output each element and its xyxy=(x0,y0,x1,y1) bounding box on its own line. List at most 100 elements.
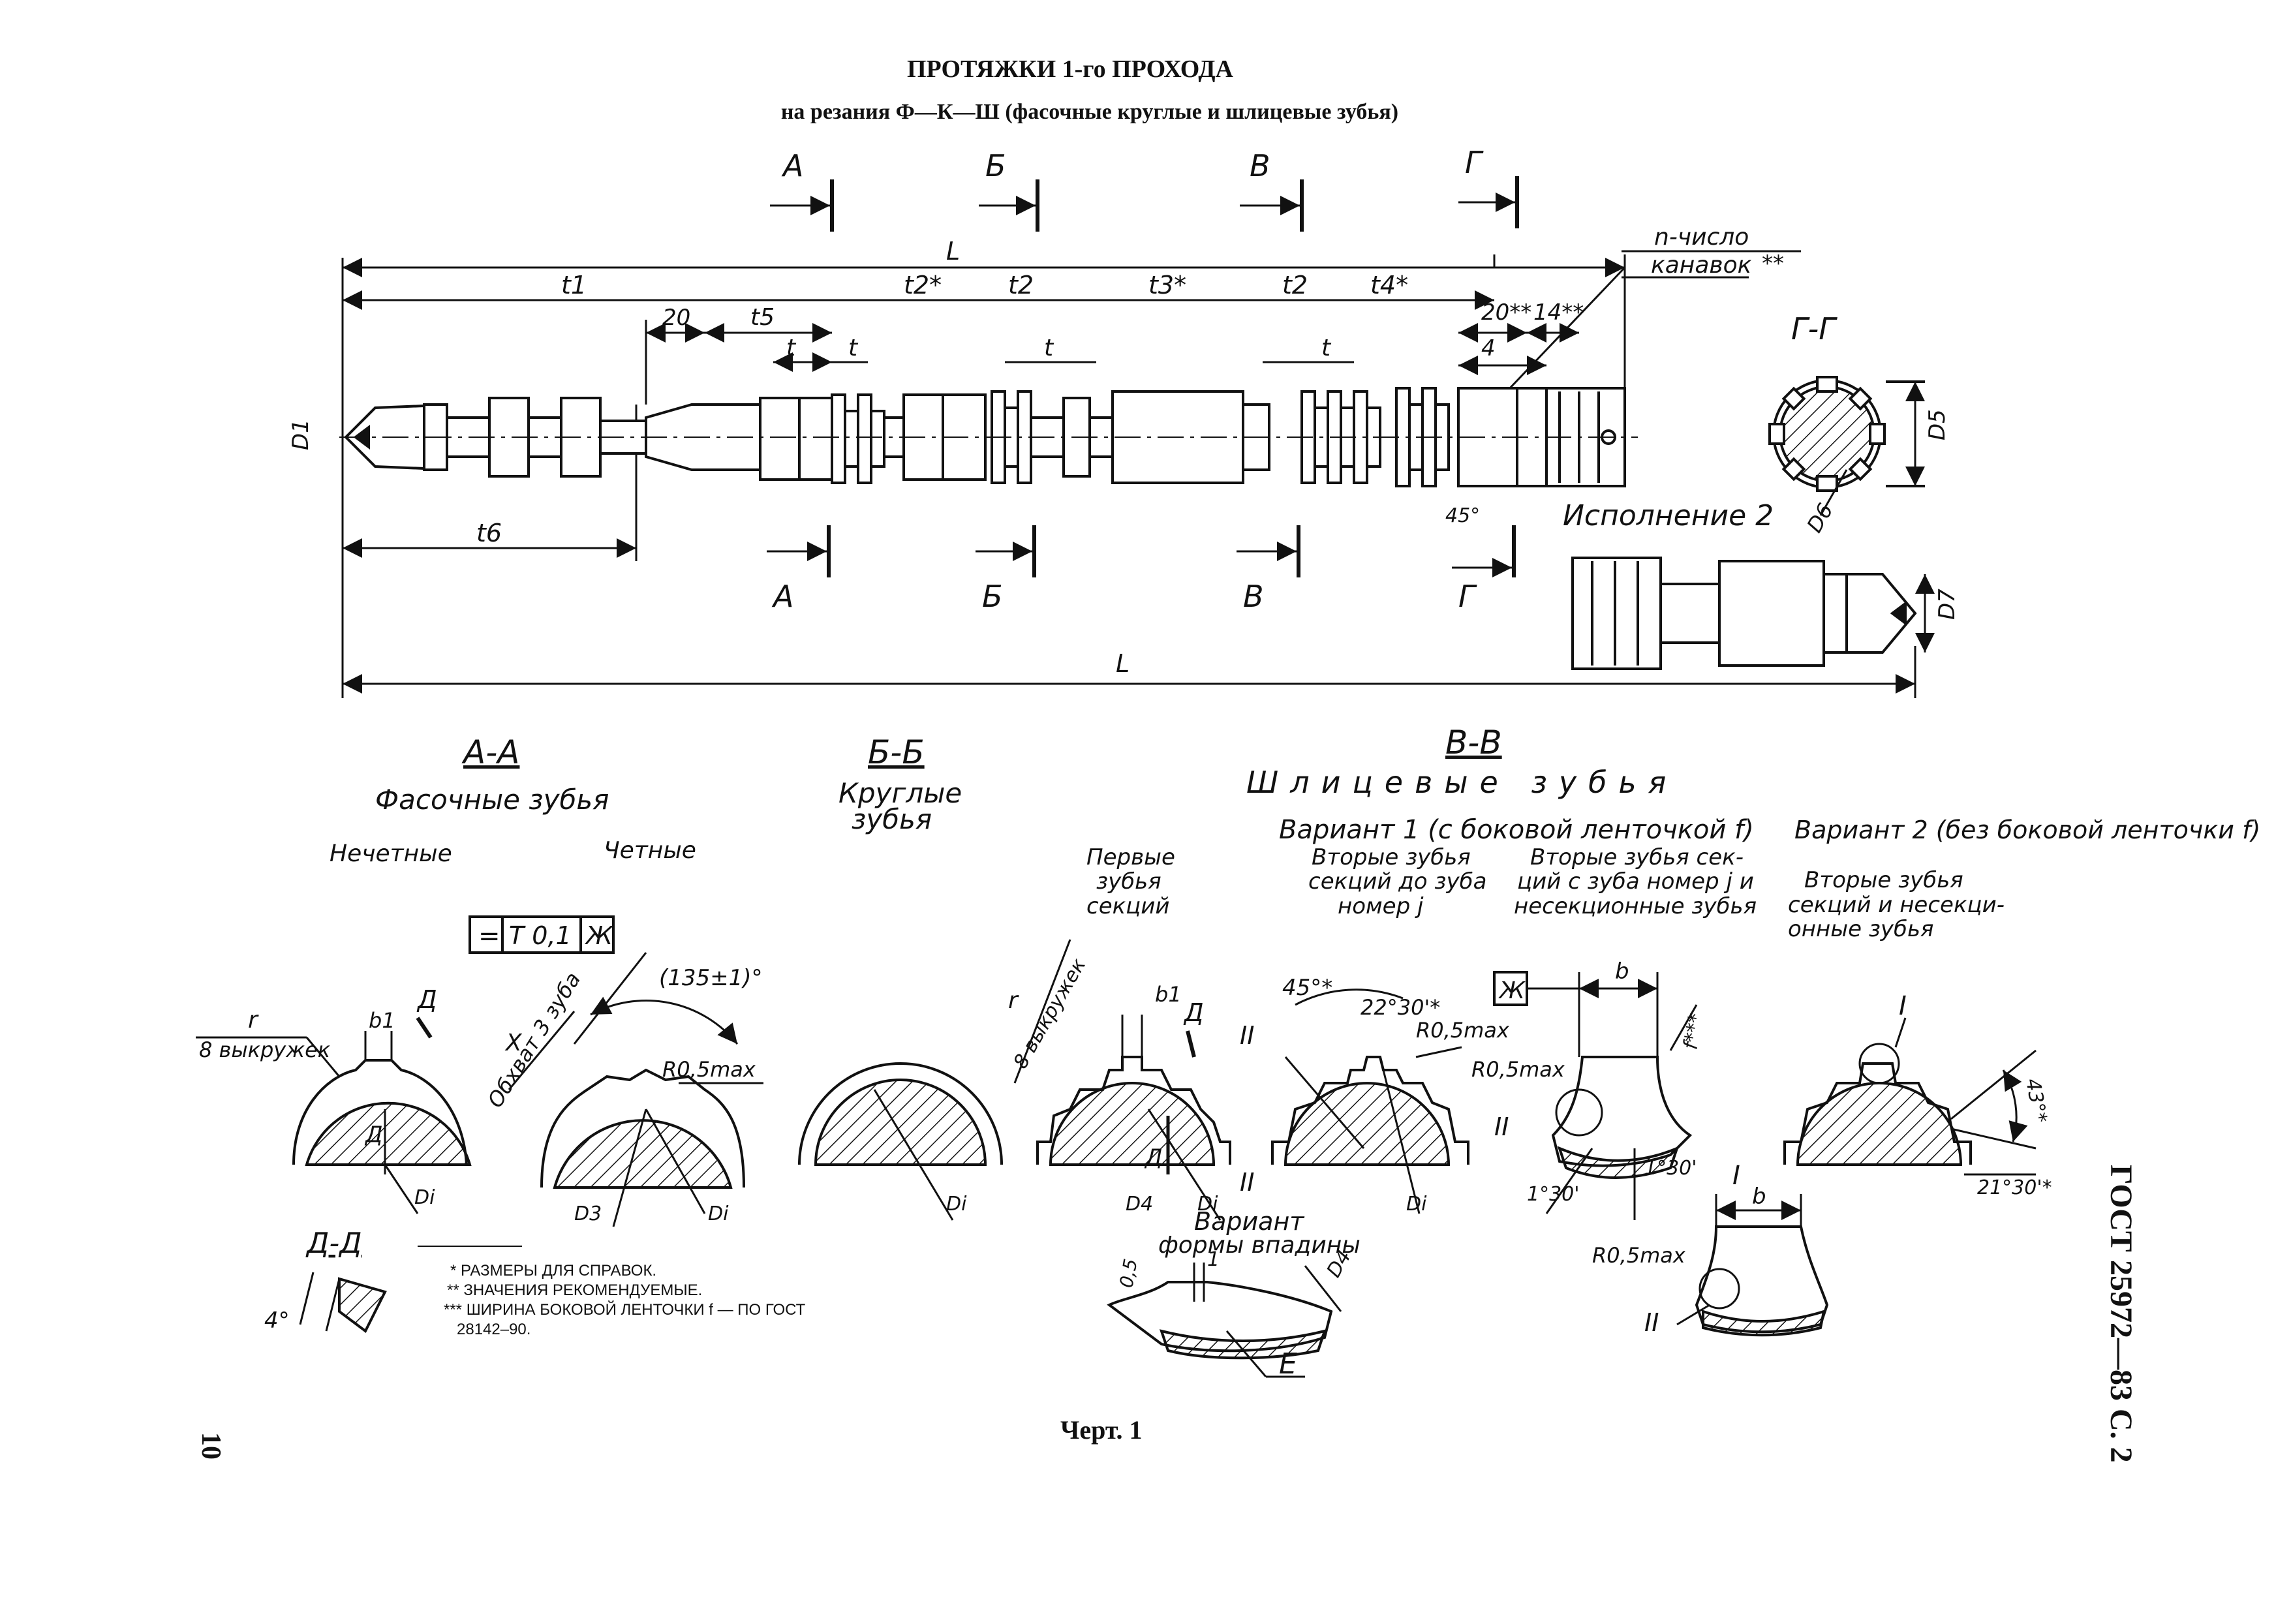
tolerance-datum: Ж xyxy=(585,921,614,950)
dim-t2-a: t2 xyxy=(1008,271,1034,299)
variant-form-view xyxy=(1107,1263,1342,1378)
tolerance-symbol: = xyxy=(478,921,500,951)
dimension-labels: L t1 t2* t2 t3* t2 t4* 20** 14** 20 t5 t… xyxy=(288,237,1584,678)
detail-i-view xyxy=(1676,1194,1829,1337)
variant1-right-label: Вторые зубья сек- ций с зуба номер j и н… xyxy=(1514,844,1757,919)
section-bb-sub1: Круглые xyxy=(838,777,962,809)
label-8-vykruzhek-2: 8 выкружек xyxy=(1009,955,1091,1073)
section-gg-title: Г-Г xyxy=(1791,311,1837,346)
dim-t-c: t xyxy=(1044,335,1054,361)
section-aa-subtitle: Фасочные зубья xyxy=(375,784,609,816)
label-roman-2-c: II xyxy=(1644,1308,1659,1337)
label-f-star: f*** xyxy=(1679,1012,1708,1052)
variant2-title: Вариант 2 (без боковой ленточки f) xyxy=(1794,816,2260,844)
section-mark-b-bottom: Б xyxy=(982,579,1003,614)
dim-d5: D5 xyxy=(1924,409,1950,440)
section-mark-b-top: Б xyxy=(985,148,1006,183)
dim-14-star: 14** xyxy=(1533,299,1584,326)
variant1-title: Вариант 1 (с боковой ленточкой f) xyxy=(1279,815,1754,845)
dim-l-bottom: L xyxy=(1116,649,1130,678)
svg-text:секций до зуба: секций до зуба xyxy=(1308,868,1486,895)
section-vv-subtitle: Шлицевые зубья xyxy=(1246,765,1678,800)
label-di-5: Di xyxy=(1406,1193,1427,1216)
svg-text:зубья: зубья xyxy=(1096,868,1161,895)
variant2-note-label: Вторые зубья секций и несекци- онные зуб… xyxy=(1788,867,2005,942)
section-gg-view xyxy=(1768,376,1925,516)
svg-text:несекционные зубья: несекционные зубья xyxy=(1514,893,1757,919)
section-bb-view xyxy=(798,1062,1003,1221)
section-mark-g-top: Г xyxy=(1465,145,1484,180)
label-b: b xyxy=(1615,958,1629,985)
label-d-mark-2: Д xyxy=(364,1122,383,1148)
svg-text:секций и несекци-: секций и несекци- xyxy=(1788,892,2005,918)
dim-t6: t6 xyxy=(476,519,502,547)
svg-text:секций: секций xyxy=(1086,893,1169,919)
label-r05max-3: R0,5max xyxy=(1471,1057,1565,1082)
label-zero5: 0,5 xyxy=(1115,1257,1141,1290)
section-marks-bottom xyxy=(827,525,1516,577)
label-d4: D4 xyxy=(1126,1193,1153,1216)
label-di-2: Di xyxy=(708,1203,729,1225)
dim-t5: t5 xyxy=(750,304,775,331)
label-d-mark: Д xyxy=(416,985,437,1014)
grooves-label-1: n-число xyxy=(1654,224,1749,251)
page-subtitle: на резания Ф—К—Ш (фасочные круглые и шли… xyxy=(781,100,1398,124)
section-bb-sub2: зубья xyxy=(852,803,932,835)
section-mark-a-top: А xyxy=(781,148,803,183)
label-b-2: b xyxy=(1752,1184,1766,1210)
label-d3: D3 xyxy=(574,1203,602,1225)
label-roman-2-b: II xyxy=(1494,1112,1509,1141)
section-vv-title: В-В xyxy=(1445,724,1502,761)
label-angle-22: 22°30'* xyxy=(1361,995,1440,1020)
tolerance-frame xyxy=(469,915,615,954)
section-bb-title: Б-Б xyxy=(868,733,925,771)
label-di-3: Di xyxy=(946,1193,967,1216)
dim-4: 4 xyxy=(1481,335,1496,361)
section-v1-left-view xyxy=(1271,988,1469,1214)
section-marks-top xyxy=(830,176,1519,232)
label-di-1: Di xyxy=(414,1186,435,1209)
dim-t3-star: t3* xyxy=(1148,271,1186,299)
dim-t2-star: t2* xyxy=(904,271,942,299)
note-2: ** ЗНАЧЕНИЯ РЕКОМЕНДУЕМЫЕ. xyxy=(447,1281,702,1299)
dim-20: 20 xyxy=(662,305,690,331)
label-r05max-4: R0,5max xyxy=(1592,1243,1686,1268)
datum-zh: Ж xyxy=(1498,977,1526,1004)
dim-t4-star: t4* xyxy=(1370,271,1408,299)
label-e: Е xyxy=(1279,1347,1297,1381)
svg-text:Вторые зубья сек-: Вторые зубья сек- xyxy=(1530,844,1744,870)
label-roman-2-a: II xyxy=(1240,1021,1254,1050)
dim-d6: D6 xyxy=(1802,499,1837,537)
gost-side-label: ГОСТ 25972—83 С. 2 xyxy=(2104,1165,2138,1463)
label-x: X xyxy=(504,1030,523,1056)
dim-20-star: 20** xyxy=(1481,299,1531,326)
label-roman-1-b: I xyxy=(1732,1161,1740,1191)
label-r05max-1: R0,5max xyxy=(662,1057,756,1082)
label-angle-135: (135±1)° xyxy=(659,965,763,991)
label-r-2: r xyxy=(1008,987,1019,1014)
variant1-left-label: Вторые зубья секций до зуба номер j xyxy=(1308,844,1486,919)
footnotes: * РАЗМЕРЫ ДЛЯ СПРАВОК. ** ЗНАЧЕНИЯ РЕКОМ… xyxy=(444,1262,806,1338)
label-b1-2: b1 xyxy=(1155,982,1182,1007)
tolerance-value: T 0,1 xyxy=(509,921,572,950)
label-angle-21: 21°30'* xyxy=(1977,1176,2052,1199)
label-obkhvat: Обхват 3 зуба xyxy=(483,968,586,1112)
grooves-mark: ** xyxy=(1762,251,1784,277)
section-variant2-view xyxy=(1783,1017,2037,1176)
svg-text:Вторые зубья: Вторые зубья xyxy=(1804,867,1963,893)
label-r05max-2: R0,5max xyxy=(1416,1018,1510,1043)
label-8-vykruzhek: 8 выкружек xyxy=(199,1037,331,1062)
svg-text:онные зубья: онные зубья xyxy=(1788,916,1934,942)
section-mark-a-bottom: А xyxy=(771,579,793,614)
first-teeth-label: Первые зубья секций xyxy=(1086,844,1175,919)
note-4: 28142–90. xyxy=(457,1321,530,1338)
svg-text:Вторые зубья: Вторые зубья xyxy=(1312,844,1471,870)
note-3: *** ШИРИНА БОКОВОЙ ЛЕНТОЧКИ f — ПО ГОСТ xyxy=(444,1300,806,1319)
label-d-mark-3: Д xyxy=(1183,998,1204,1027)
section-aa-title: А-А xyxy=(461,733,519,771)
section-dd-view xyxy=(299,1272,387,1334)
label-angle-4: 4° xyxy=(264,1308,290,1334)
page-title: ПРОТЯЖКИ 1-го ПРОХОДА xyxy=(907,55,1234,83)
section-first-teeth-view xyxy=(1013,939,1231,1221)
svg-text:ций с зуба номер j и: ций с зуба номер j и xyxy=(1517,868,1754,895)
